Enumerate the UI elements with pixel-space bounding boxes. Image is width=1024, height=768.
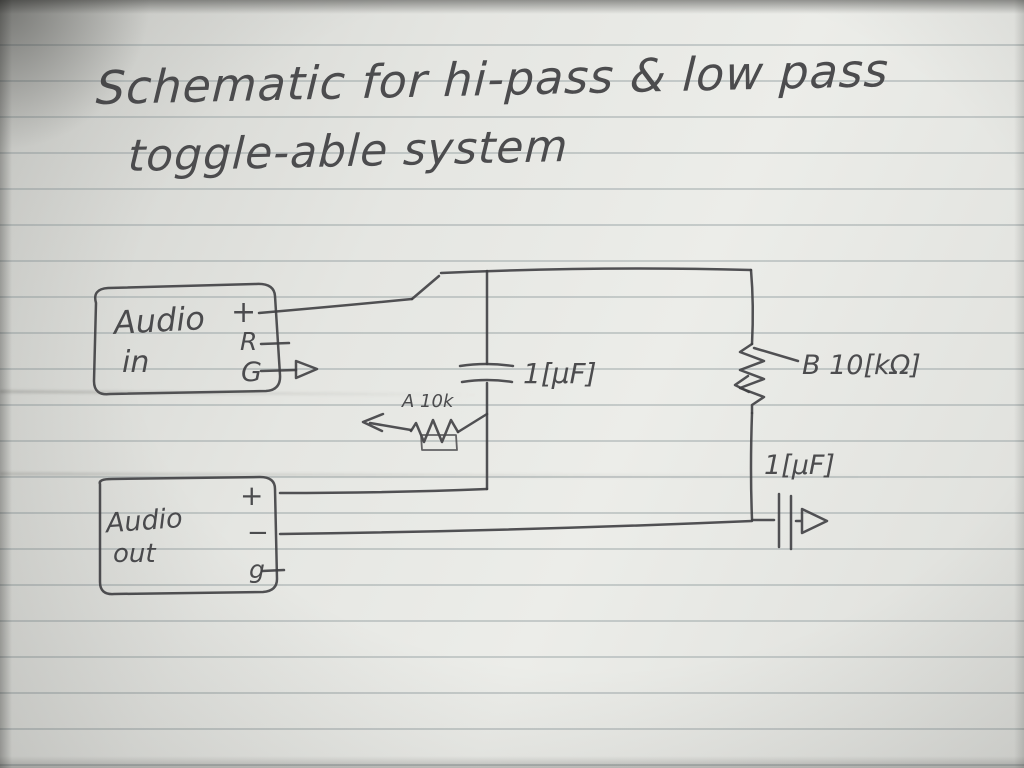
audio-out-terminal-plus: + — [240, 479, 263, 512]
potentiometer-a-symbol — [409, 418, 460, 444]
wire-mid-bottom — [278, 487, 489, 495]
wire-right-lower — [749, 411, 754, 521]
potentiometer-b-wiper-arrow-icon — [733, 374, 751, 394]
wire-top — [439, 267, 753, 275]
audio-in-terminal-r: R — [240, 327, 257, 356]
potentiometer-a-wiper-wire — [368, 421, 413, 432]
audio-out-terminal-ground: g — [249, 555, 265, 584]
potentiometer-b-label: B 10[kΩ] — [802, 350, 921, 381]
potentiometer-a-connector — [456, 412, 489, 434]
wire-plus-to-switch — [257, 297, 414, 315]
capacitor-mid-label: 1[μF] — [523, 357, 597, 390]
audio-out-terminal-minus: − — [247, 518, 269, 548]
audio-in-r-stub-wire — [259, 341, 291, 346]
potentiometer-a-label: A 10k — [401, 391, 455, 412]
wire-bottom — [278, 519, 754, 536]
audio-out-label-top: Audio — [103, 503, 184, 539]
audio-in-box — [92, 282, 282, 396]
potentiometer-b-symbol — [738, 342, 766, 415]
audio-out-ground-stub-wire — [260, 568, 286, 573]
potentiometer-a-body — [420, 434, 458, 451]
capacitor-mid-plate-bottom — [460, 378, 514, 384]
capacitor-out-label: 1[μF] — [764, 450, 835, 481]
toggle-switch-arm — [410, 274, 441, 301]
potentiometer-a-arrow-icon — [361, 412, 385, 433]
audio-in-terminal-plus: + — [231, 295, 256, 330]
audio-out-box — [98, 475, 279, 596]
output-arrow-icon — [794, 507, 829, 535]
capacitor-mid-plate-top — [458, 362, 515, 368]
audio-in-g-arrow-icon — [294, 359, 319, 380]
audio-in-g-wire — [259, 368, 298, 373]
wire-right-upper — [749, 268, 755, 346]
audio-in-label-top: Audio — [111, 299, 206, 342]
potentiometer-b-label-line — [752, 346, 800, 363]
audio-in-terminal-g: G — [241, 357, 262, 388]
audio-out-label-bottom: out — [113, 539, 156, 569]
audio-in-label-bottom: in — [122, 345, 149, 380]
